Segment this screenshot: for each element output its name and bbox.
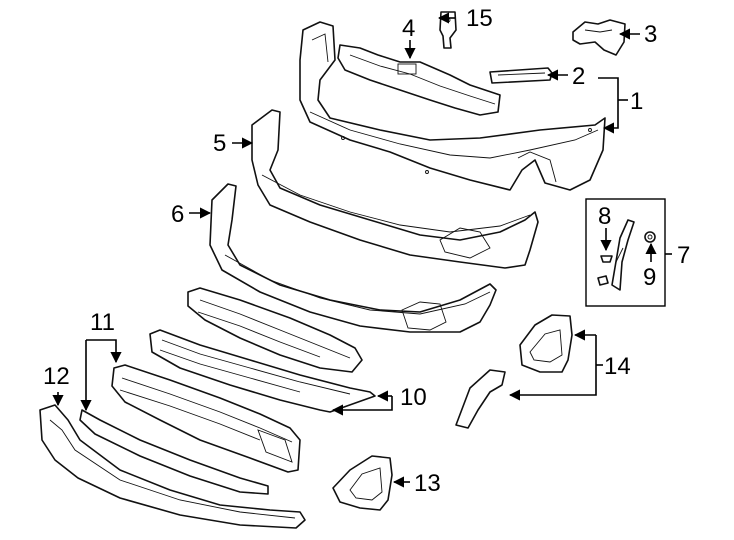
- part-side-lamp-14: [455, 314, 573, 429]
- part-deflector: [39, 404, 306, 529]
- callout-12: 12: [43, 363, 70, 390]
- part-bumper-cover: [251, 109, 539, 269]
- callout-7: 7: [677, 242, 690, 269]
- callout-15: 15: [466, 5, 493, 32]
- callout-4: 4: [402, 15, 415, 42]
- callout-1: 1: [630, 88, 643, 115]
- part-lower-valance: [209, 183, 497, 333]
- part-absorber: [337, 44, 501, 116]
- leader-lines: [52, 12, 672, 488]
- part-upper-grille: [187, 287, 363, 373]
- part-grille-frame: [149, 329, 376, 413]
- part-lower-grille: [111, 364, 301, 473]
- callouts: 15 4 3 2 1 5 6 8 7 9 11 12 14 10 13: [43, 5, 690, 497]
- part-lip-molding: [79, 409, 269, 495]
- callout-9: 9: [643, 264, 656, 291]
- callout-2: 2: [572, 63, 585, 90]
- callout-8: 8: [598, 203, 611, 230]
- callout-11: 11: [90, 309, 115, 336]
- part-upper-fascia: [299, 21, 606, 191]
- callout-14: 14: [604, 353, 631, 380]
- part-bracket-3: [572, 19, 626, 56]
- callout-5: 5: [213, 130, 226, 157]
- callout-10: 10: [400, 384, 427, 411]
- callout-3: 3: [644, 21, 657, 48]
- callout-6: 6: [171, 201, 184, 228]
- part-strip-2: [489, 67, 553, 84]
- inset-hardware: [585, 198, 666, 307]
- part-bezel-13: [332, 455, 393, 511]
- callout-13: 13: [414, 470, 441, 497]
